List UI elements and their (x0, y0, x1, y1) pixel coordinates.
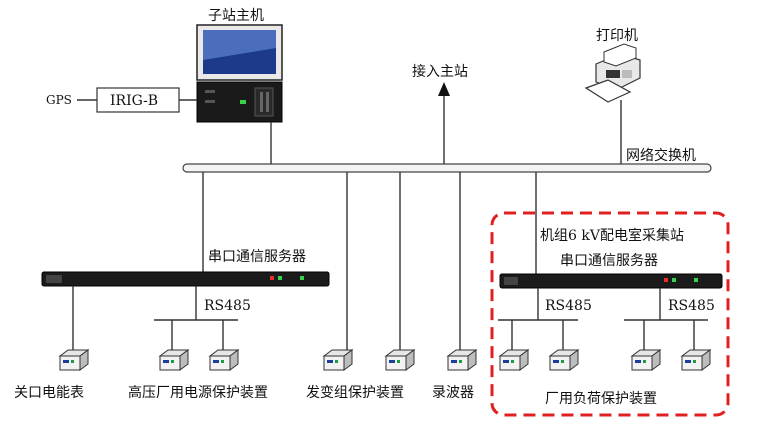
device-icon (549, 349, 579, 371)
network-bus (182, 163, 712, 173)
network-switch-label: 网络交换机 (626, 147, 696, 164)
irig-b-label: IRIG-B (110, 93, 158, 109)
device-icon (59, 349, 89, 371)
highlight-region (490, 211, 730, 417)
rs485-right-b-label: RS485 (668, 298, 715, 314)
substation-host: 子站主机 (196, 8, 283, 123)
aux-load-protection-label: 厂用负荷保护装置 (545, 391, 657, 407)
serial-server-left-label: 串口通信服务器 (208, 249, 306, 265)
device-icon (323, 349, 353, 371)
arrow-up-icon (438, 82, 450, 96)
computer-icon (196, 24, 283, 123)
generator-protection-label: 发变组保护装置 (306, 385, 404, 401)
printer-icon (584, 43, 641, 103)
device-icon (681, 349, 711, 371)
serial-server-left (41, 271, 330, 287)
hv-power-protection-label: 高压厂用电源保护装置 (128, 384, 268, 401)
printer: 打印机 (584, 27, 641, 103)
device-icon (209, 349, 239, 371)
device-icon (159, 349, 189, 371)
rs485-left-label: RS485 (204, 298, 251, 314)
rs485-right-a-label: RS485 (545, 298, 592, 314)
printer-label: 打印机 (596, 27, 638, 44)
substation-host-label: 子站主机 (208, 8, 264, 24)
device-icon (499, 349, 529, 371)
irig-b-box (96, 87, 180, 113)
device-icon (631, 349, 661, 371)
gps-label: GPS (46, 93, 72, 107)
serial-server-right (499, 273, 723, 289)
device-icon (385, 349, 415, 371)
serial-server-right-label: 串口通信服务器 (560, 253, 658, 269)
serial-server-right-title: 机组6 kV配电室采集站 (540, 227, 684, 244)
device-icon (447, 349, 477, 371)
to-master-label: 接入主站 (412, 63, 468, 80)
meter-label: 关口电能表 (14, 385, 84, 401)
recorder-label: 录波器 (432, 385, 474, 401)
